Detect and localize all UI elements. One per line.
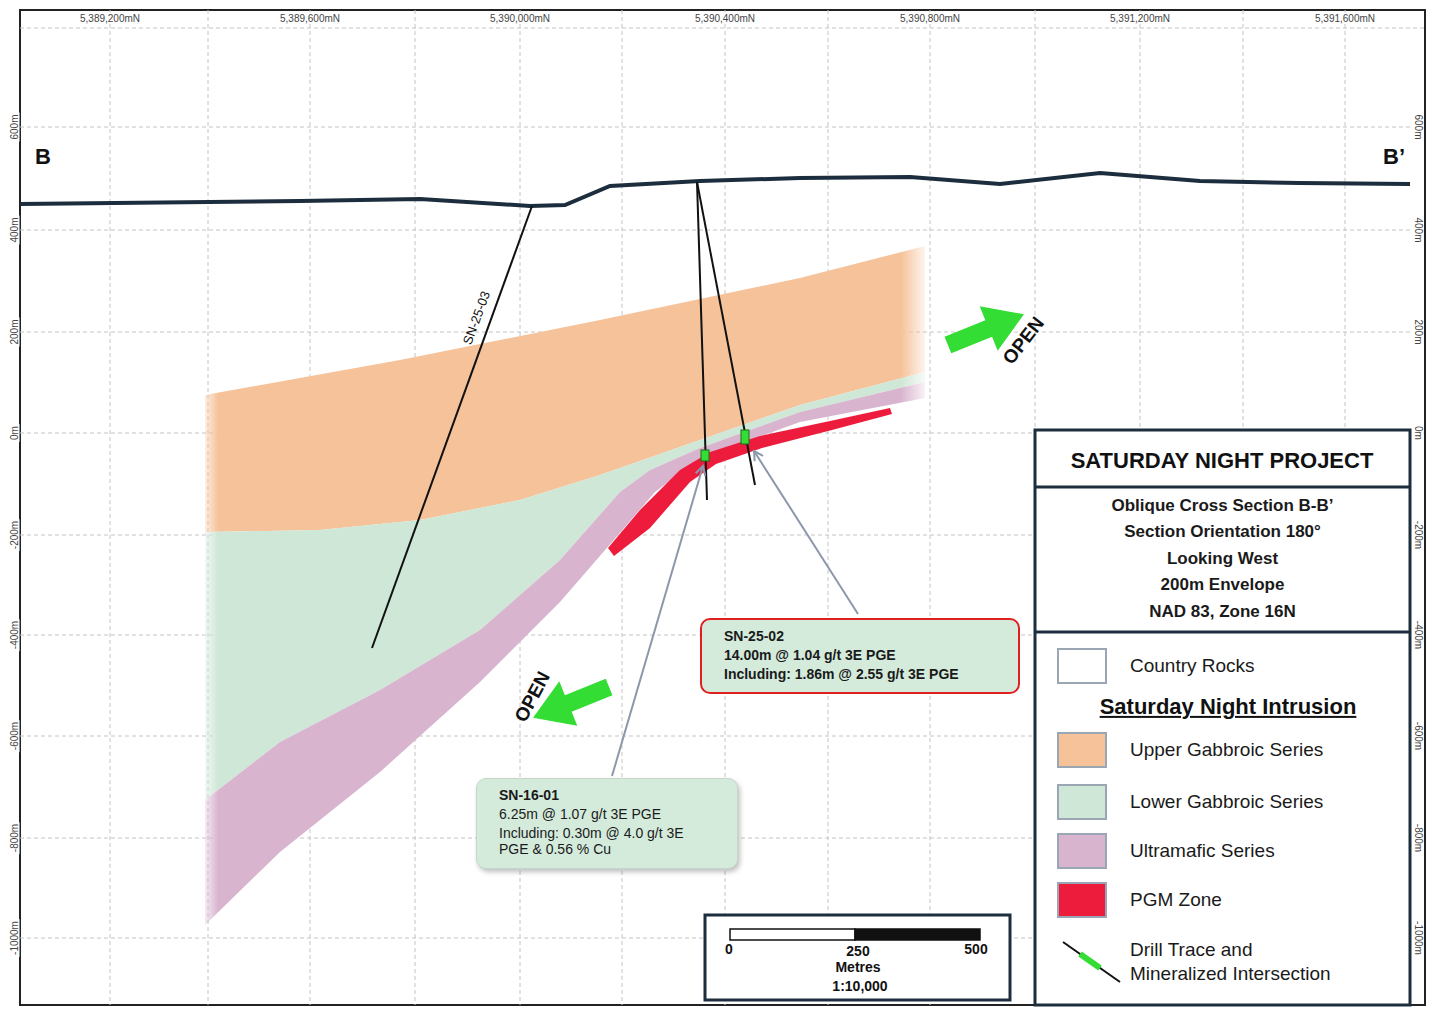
axis-label: 5,391,600mN <box>1313 13 1377 24</box>
legend-text: Ultramafic Series <box>1130 839 1275 863</box>
section-end-label: B’ <box>1383 145 1405 169</box>
axis-label: 600m <box>1413 112 1424 141</box>
legend-swatch <box>1057 784 1107 820</box>
axis-label: -400m <box>1413 619 1424 651</box>
grid-line <box>20 230 1425 231</box>
axis-label: -800m <box>1413 822 1424 854</box>
grid-line <box>930 10 931 1005</box>
legend-entry: PGM Zone <box>1057 881 1397 919</box>
legend-entry: Ultramafic Series <box>1057 832 1397 870</box>
node-text: Including: 0.30m @ 4.0 g/t 3E PGE & 0.56… <box>499 825 715 859</box>
panel-divider <box>1035 486 1410 489</box>
grid-line <box>20 28 1425 29</box>
section-end-label: B <box>35 145 51 169</box>
axis-label: -1000m <box>1413 919 1424 957</box>
legend-text: Country Rocks <box>1130 654 1255 678</box>
geology-units <box>205 246 925 925</box>
legend-heading: Saturday Night Intrusion <box>1100 695 1357 719</box>
axis-label: -1000m <box>9 919 20 957</box>
subtitle-box: Oblique Cross Section B-B’ Section Orient… <box>1037 492 1408 632</box>
axis-label: 5,389,600mN <box>278 13 342 24</box>
drill-hole-id: SN-25-02 <box>724 628 996 645</box>
scale-label: 0 <box>725 942 733 957</box>
node-text: Looking West <box>1041 549 1404 569</box>
drill-hole-id: SN-16-01 <box>499 787 715 804</box>
legend-text: Lower Gabbroic Series <box>1130 790 1323 814</box>
legend-swatch <box>1057 882 1107 918</box>
axis-label: 0m <box>1413 424 1424 442</box>
legend-entry: Lower Gabbroic Series <box>1057 783 1397 821</box>
callout-box: SN-25-02 14.00m @ 1.04 g/t 3E PGE Includin… <box>700 618 1020 694</box>
title: SATURDAY NIGHT PROJECT <box>1071 449 1374 473</box>
node-text: 6.25m @ 1.07 g/t 3E PGE <box>499 806 715 823</box>
axis-label: 5,390,000mN <box>488 13 552 24</box>
mineralized-intersection <box>741 430 749 444</box>
ground-surface <box>20 173 1410 206</box>
legend-entry: Country Rocks <box>1057 647 1397 685</box>
axis-label: -200m <box>1413 519 1424 551</box>
axis-label: -800m <box>9 822 20 854</box>
drill-traces <box>372 182 755 648</box>
scale-label: 250 <box>846 944 869 959</box>
axis-label: 400m <box>9 215 20 244</box>
axis-label: -200m <box>9 519 20 551</box>
scale-bar <box>855 929 980 940</box>
node-text: Oblique Cross Section B-B’ <box>1041 496 1404 516</box>
drill-trace <box>697 182 755 485</box>
axis-label: 600m <box>9 112 20 141</box>
axis-label: 200m <box>9 317 20 346</box>
grid-line <box>828 10 829 1005</box>
grid-lines <box>20 10 1425 1005</box>
scale-bar <box>730 929 855 940</box>
scale-box <box>705 915 1010 1000</box>
node-text: 200m Envelope <box>1041 575 1404 595</box>
legend-swatch <box>1057 732 1107 768</box>
map-frame <box>20 10 1425 1005</box>
axis-label: 5,390,800mN <box>898 13 962 24</box>
node-text: Including: 1.86m @ 2.55 g/t 3E PGE <box>724 666 996 683</box>
axis-label: -400m <box>9 619 20 651</box>
drill-legend-symbol <box>1063 942 1120 982</box>
axis-label: 5,390,400mN <box>693 13 757 24</box>
legend-text: Drill Trace and Mineralized Intersection <box>1130 938 1344 986</box>
axis-label: 0m <box>9 424 20 442</box>
legend-entry: Upper Gabbroic Series <box>1057 731 1397 769</box>
leader-line <box>754 451 858 614</box>
mineralized-intersection <box>1080 954 1100 968</box>
scale-label: Metres <box>835 960 880 975</box>
axis-label: 5,389,200mN <box>78 13 142 24</box>
axis-label: -600m <box>9 720 20 752</box>
legend-swatch <box>1057 648 1107 684</box>
node-text: NAD 83, Zone 16N <box>1041 602 1404 622</box>
leader-line <box>612 466 703 776</box>
callout-box: SN-16-01 6.25m @ 1.07 g/t 3E PGE Including… <box>476 778 738 869</box>
axis-label: 200m <box>1413 317 1424 346</box>
scale-ratio: 1:10,000 <box>832 979 887 994</box>
legend-text: Upper Gabbroic Series <box>1130 738 1323 762</box>
legend-entry: Drill Trace and Mineralized Intersection <box>1057 943 1397 981</box>
legend-panel <box>1035 430 1410 1005</box>
scale-label: 500 <box>964 942 987 957</box>
axis-label: 400m <box>1413 215 1424 244</box>
drill-trace <box>372 206 532 648</box>
grid-line <box>110 10 111 1005</box>
legend-swatch <box>1057 833 1107 869</box>
axis-label: 5,391,200mN <box>1108 13 1172 24</box>
pgm-zone <box>608 408 892 556</box>
drill-trace <box>1063 942 1120 982</box>
axis-label: -600m <box>1413 720 1424 752</box>
legend-text: PGM Zone <box>1130 888 1222 912</box>
node-text: Section Orientation 180° <box>1041 522 1404 542</box>
node-text: 14.00m @ 1.04 g/t 3E PGE <box>724 647 996 664</box>
grid-line <box>20 127 1425 128</box>
mineralized-intersection <box>701 450 709 461</box>
panel-divider <box>1035 631 1410 634</box>
